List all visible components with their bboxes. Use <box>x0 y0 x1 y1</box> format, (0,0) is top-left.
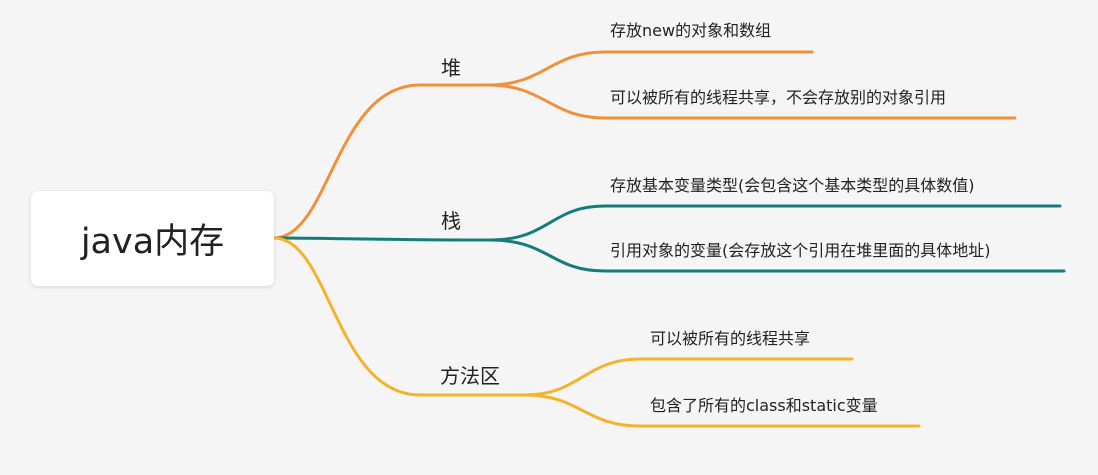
root-topic[interactable]: java内存 <box>31 191 274 286</box>
method-area-child-1-line <box>523 357 854 397</box>
topic-stack[interactable]: 栈 <box>441 209 461 233</box>
subtopic-stack-2[interactable]: 引用对象的变量(会存放这个引用在堆里面的具体地址) <box>610 241 991 260</box>
stack-branch-line <box>272 236 492 242</box>
topic-method-area[interactable]: 方法区 <box>440 364 500 388</box>
method-area-child-2-line <box>523 393 921 428</box>
topic-heap[interactable]: 堆 <box>441 56 461 80</box>
subtopic-heap-1[interactable]: 存放new的对象和数组 <box>610 21 772 40</box>
heap-child-2-line <box>486 83 1017 120</box>
stack-child-2-line <box>488 238 1066 273</box>
heap-branch-line <box>272 83 490 240</box>
subtopic-stack-1[interactable]: 存放基本变量类型(会包含这个基本类型的具体数值) <box>610 176 975 195</box>
heap-child-1-line <box>486 50 814 87</box>
subtopic-method-area-2[interactable]: 包含了所有的class和static变量 <box>650 396 878 415</box>
stack-child-1-line <box>488 204 1062 242</box>
method-area-branch-line <box>272 236 527 397</box>
subtopic-heap-2[interactable]: 可以被所有的线程共享，不会存放别的对象引用 <box>610 88 947 107</box>
root-topic-label: java内存 <box>80 222 225 262</box>
subtopic-method-area-1[interactable]: 可以被所有的线程共享 <box>650 329 811 348</box>
